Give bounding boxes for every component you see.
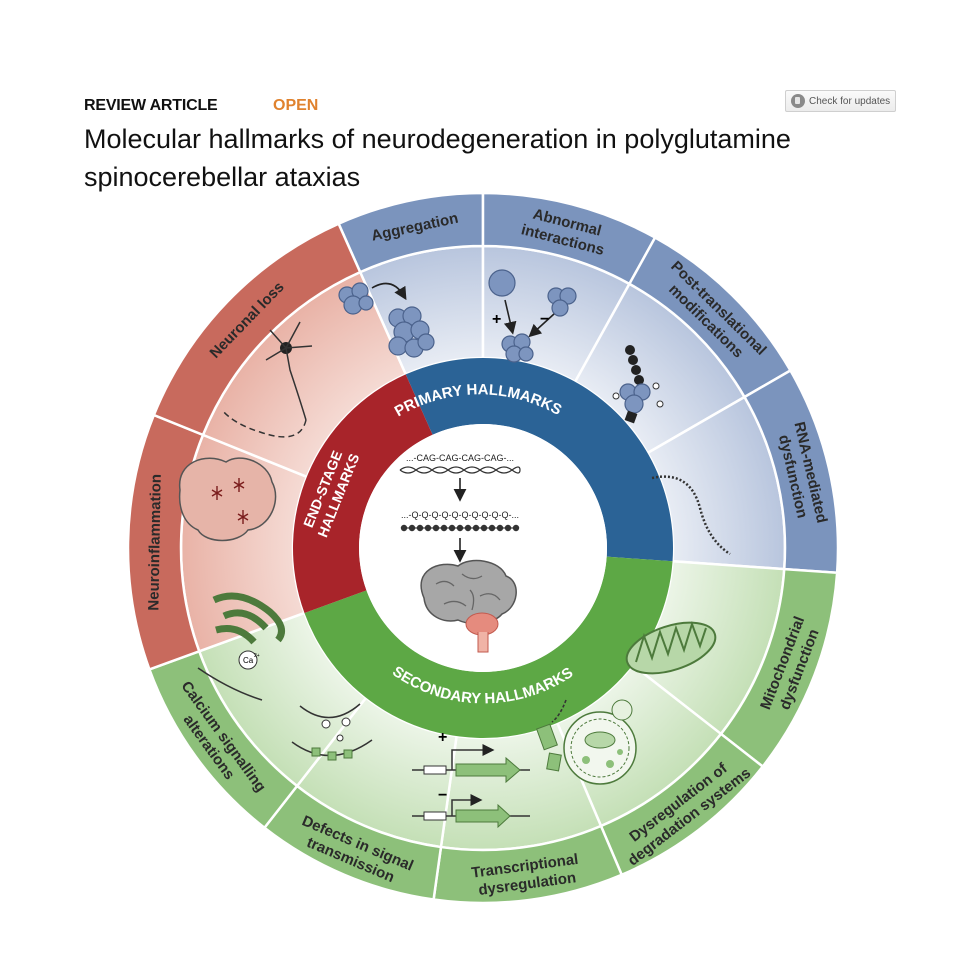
- article-type-label: REVIEW ARTICLE: [84, 97, 218, 114]
- calcium-er-icon: Ca 2+: [197, 592, 286, 701]
- open-access-badge: OPEN: [273, 97, 319, 114]
- center-disc: [359, 424, 607, 672]
- update-check-icon: [791, 94, 805, 108]
- transcription-icon: + −: [412, 729, 530, 829]
- segment-band-neuronal-loss: [152, 222, 362, 437]
- calcium-ion-label: Ca: [243, 656, 254, 665]
- segment-label-line1: Neuroinflammation: [145, 474, 164, 611]
- rna-strand-icon: [651, 475, 731, 556]
- calcium-ion-charge: 2+: [254, 653, 260, 659]
- dna-strand-icon: [399, 466, 521, 474]
- autophagosome-icon: [536, 699, 637, 785]
- primary-hallmarks-ring: [405, 357, 673, 562]
- abnormal-interactions-icon: + −: [488, 269, 577, 363]
- polyglutamine-chain-icon: [400, 524, 520, 532]
- minus-sign: −: [540, 311, 549, 328]
- polyq-sequence-text: ...-Q-Q-Q-Q-Q-Q-Q-Q-Q-Q-...: [401, 510, 519, 520]
- segment-label-neuroinflammation: Neuroinflammation: [145, 474, 164, 611]
- segment-degradation: [555, 663, 765, 877]
- brain-icon: [420, 559, 517, 653]
- secondary-hallmarks-ring: [304, 556, 673, 739]
- end-stage-hallmarks-ring: [293, 374, 433, 613]
- paper-title: Molecular hallmarks of neurodegeneration…: [84, 124, 791, 192]
- aggregation-icon: [338, 282, 435, 358]
- synapse-icon: [291, 703, 373, 761]
- neuron-icon: [221, 321, 313, 438]
- neuroinflammation-brain-icon: [178, 457, 277, 542]
- check-for-updates-button[interactable]: Check for updates: [785, 90, 896, 112]
- check-for-updates-label: Check for updates: [809, 95, 891, 107]
- mitochondrion-icon: [625, 620, 717, 675]
- plus-sign: +: [438, 729, 447, 746]
- center-pathway: ...-CAG-CAG-CAG-CAG-... ...-Q-Q-Q-Q-Q-Q-…: [399, 453, 521, 653]
- plus-sign: +: [492, 311, 501, 328]
- cag-sequence-text: ...-CAG-CAG-CAG-CAG-...: [406, 453, 514, 463]
- post-translational-modification-icon: [612, 345, 664, 424]
- minus-sign: −: [438, 787, 447, 804]
